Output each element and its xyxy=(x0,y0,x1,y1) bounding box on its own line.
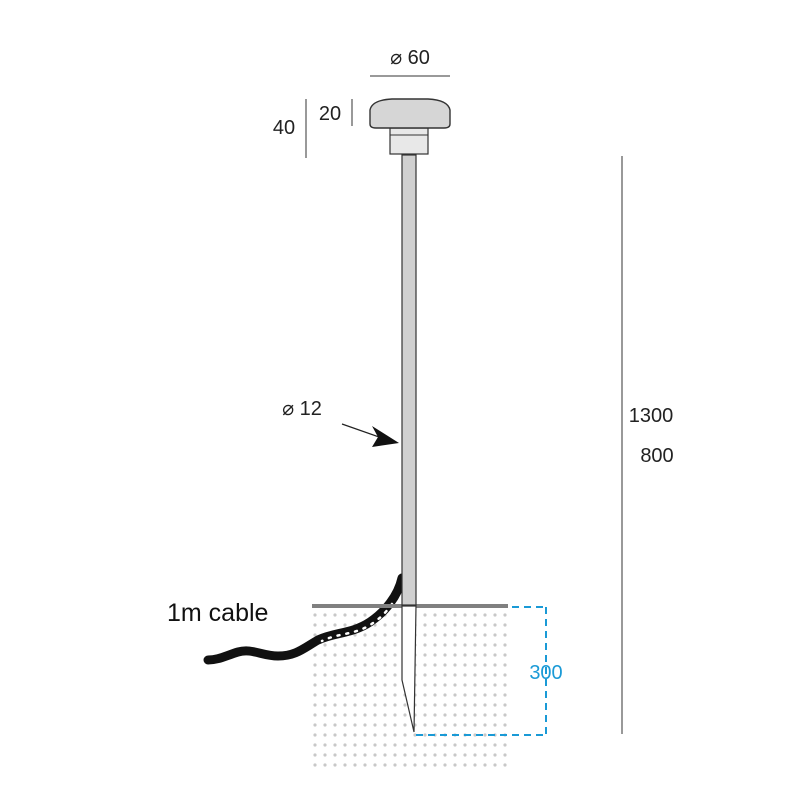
stem xyxy=(401,154,417,606)
arrow-icon xyxy=(372,426,399,447)
head-cap xyxy=(369,98,451,129)
label-head-cap-height: 20 xyxy=(319,103,341,125)
label-total-height: 1300 xyxy=(629,405,674,427)
head-collar xyxy=(389,127,429,155)
spike xyxy=(401,605,417,733)
label-head-diameter: ⌀ 60 xyxy=(390,47,430,69)
cable xyxy=(203,573,407,665)
cable-buried-dots xyxy=(320,602,394,643)
label-cable: 1m cable xyxy=(167,599,268,627)
stem-diameter-leader xyxy=(341,423,383,439)
label-buried-depth: 300 xyxy=(529,662,562,684)
label-head-height-total: 40 xyxy=(273,117,295,139)
label-visible-height: 800 xyxy=(640,445,673,467)
label-stem-diameter: ⌀ 12 xyxy=(282,398,322,420)
